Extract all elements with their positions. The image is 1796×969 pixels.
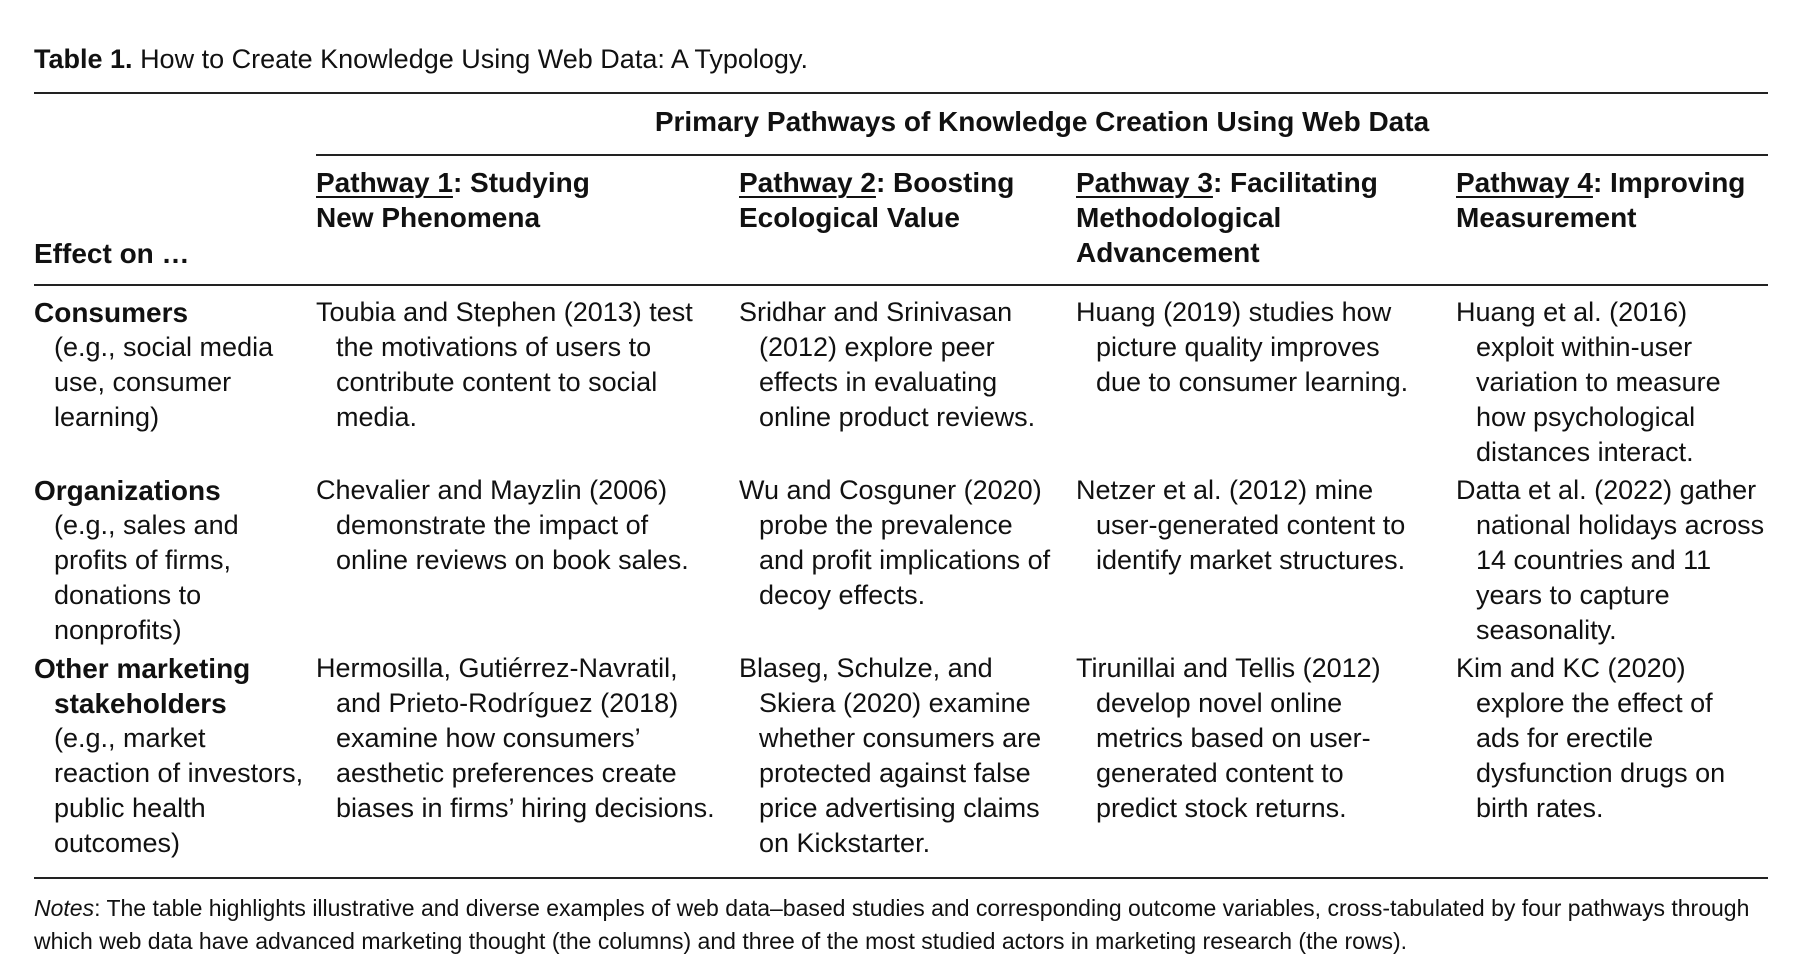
table-cell: Toubia and Stephen (2013) test the motiv…	[316, 297, 693, 432]
table-cell: Huang et al. (2016) exploit within-user …	[1456, 297, 1721, 467]
column-header-pathway-1: Pathway 1: Studying New Phenomena	[316, 165, 646, 235]
table-cell: Hermosilla, Gutiérrez-Navratil, and Prie…	[316, 653, 715, 823]
row-header-other-stakeholders: Other marketing stakeholders (e.g., mark…	[34, 651, 304, 861]
notes-label: Notes	[34, 895, 95, 921]
caption-title: How to Create Knowledge Using Web Data: …	[140, 44, 808, 74]
row-header-consumers: Consumers (e.g., social media use, consu…	[34, 295, 304, 435]
table-caption: Table 1. How to Create Knowledge Using W…	[34, 42, 808, 76]
row-header-title: Effect on …	[34, 238, 190, 269]
table-cell: Sridhar and Srinivasan (2012) explore pe…	[739, 297, 1036, 432]
spanner-rule	[316, 154, 1768, 156]
top-rule	[34, 92, 1768, 94]
table-cell: Tirunillai and Tellis (2012) develop nov…	[1076, 653, 1381, 823]
row-description: (e.g., market reaction of investors, pub…	[54, 723, 304, 858]
column-header-pathway-2: Pathway 2: Boosting Ecological Value	[739, 165, 1039, 235]
table-cell: Netzer et al. (2012) mine user-generated…	[1076, 475, 1406, 575]
header-rule	[34, 284, 1768, 286]
pathway-1-label: Pathway 1	[316, 167, 453, 198]
pathway-2-label: Pathway 2	[739, 167, 876, 198]
table-cell: Datta et al. (2022) gather national holi…	[1456, 475, 1765, 645]
row-description: (e.g., social media use, consumer learni…	[54, 332, 274, 432]
pathway-4-title: : Improving Measurement	[1456, 167, 1746, 233]
caption-label: Table 1.	[34, 44, 133, 74]
bottom-rule	[34, 877, 1768, 879]
pathway-1-title: : Studying New Phenomena	[316, 167, 590, 233]
row-name: Other marketing stakeholders	[34, 653, 251, 719]
pathway-3-label: Pathway 3	[1076, 167, 1213, 198]
column-spanner-heading: Primary Pathways of Knowledge Creation U…	[654, 106, 1430, 137]
table-cell: Blaseg, Schulze, and Skiera (2020) exami…	[739, 653, 1042, 858]
notes-text: : The table highlights illustrative and …	[34, 895, 1750, 954]
pathway-2-title: : Boosting Ecological Value	[739, 167, 1015, 233]
table-notes: Notes: The table highlights illustrative…	[34, 892, 1774, 958]
table-cell: Kim and KC (2020) explore the effect of …	[1456, 653, 1726, 823]
row-description: (e.g., sales and profits of firms, donat…	[54, 510, 239, 645]
table-cell: Huang (2019) studies how picture quality…	[1076, 297, 1409, 397]
row-name: Organizations	[34, 475, 221, 506]
row-name: Consumers	[34, 297, 189, 328]
table-cell: Wu and Cosguner (2020) probe the prevale…	[739, 475, 1051, 610]
row-header-organizations: Organizations (e.g., sales and profits o…	[34, 473, 304, 648]
table-cell: Chevalier and Mayzlin (2006) demonstrate…	[316, 475, 689, 575]
column-header-pathway-4: Pathway 4: Improving Measurement	[1456, 165, 1766, 235]
pathway-4-label: Pathway 4	[1456, 167, 1593, 198]
column-header-pathway-3: Pathway 3: Facilitating Methodological A…	[1076, 165, 1396, 270]
pathway-3-title: : Facilitating Methodological Advancemen…	[1076, 167, 1378, 268]
